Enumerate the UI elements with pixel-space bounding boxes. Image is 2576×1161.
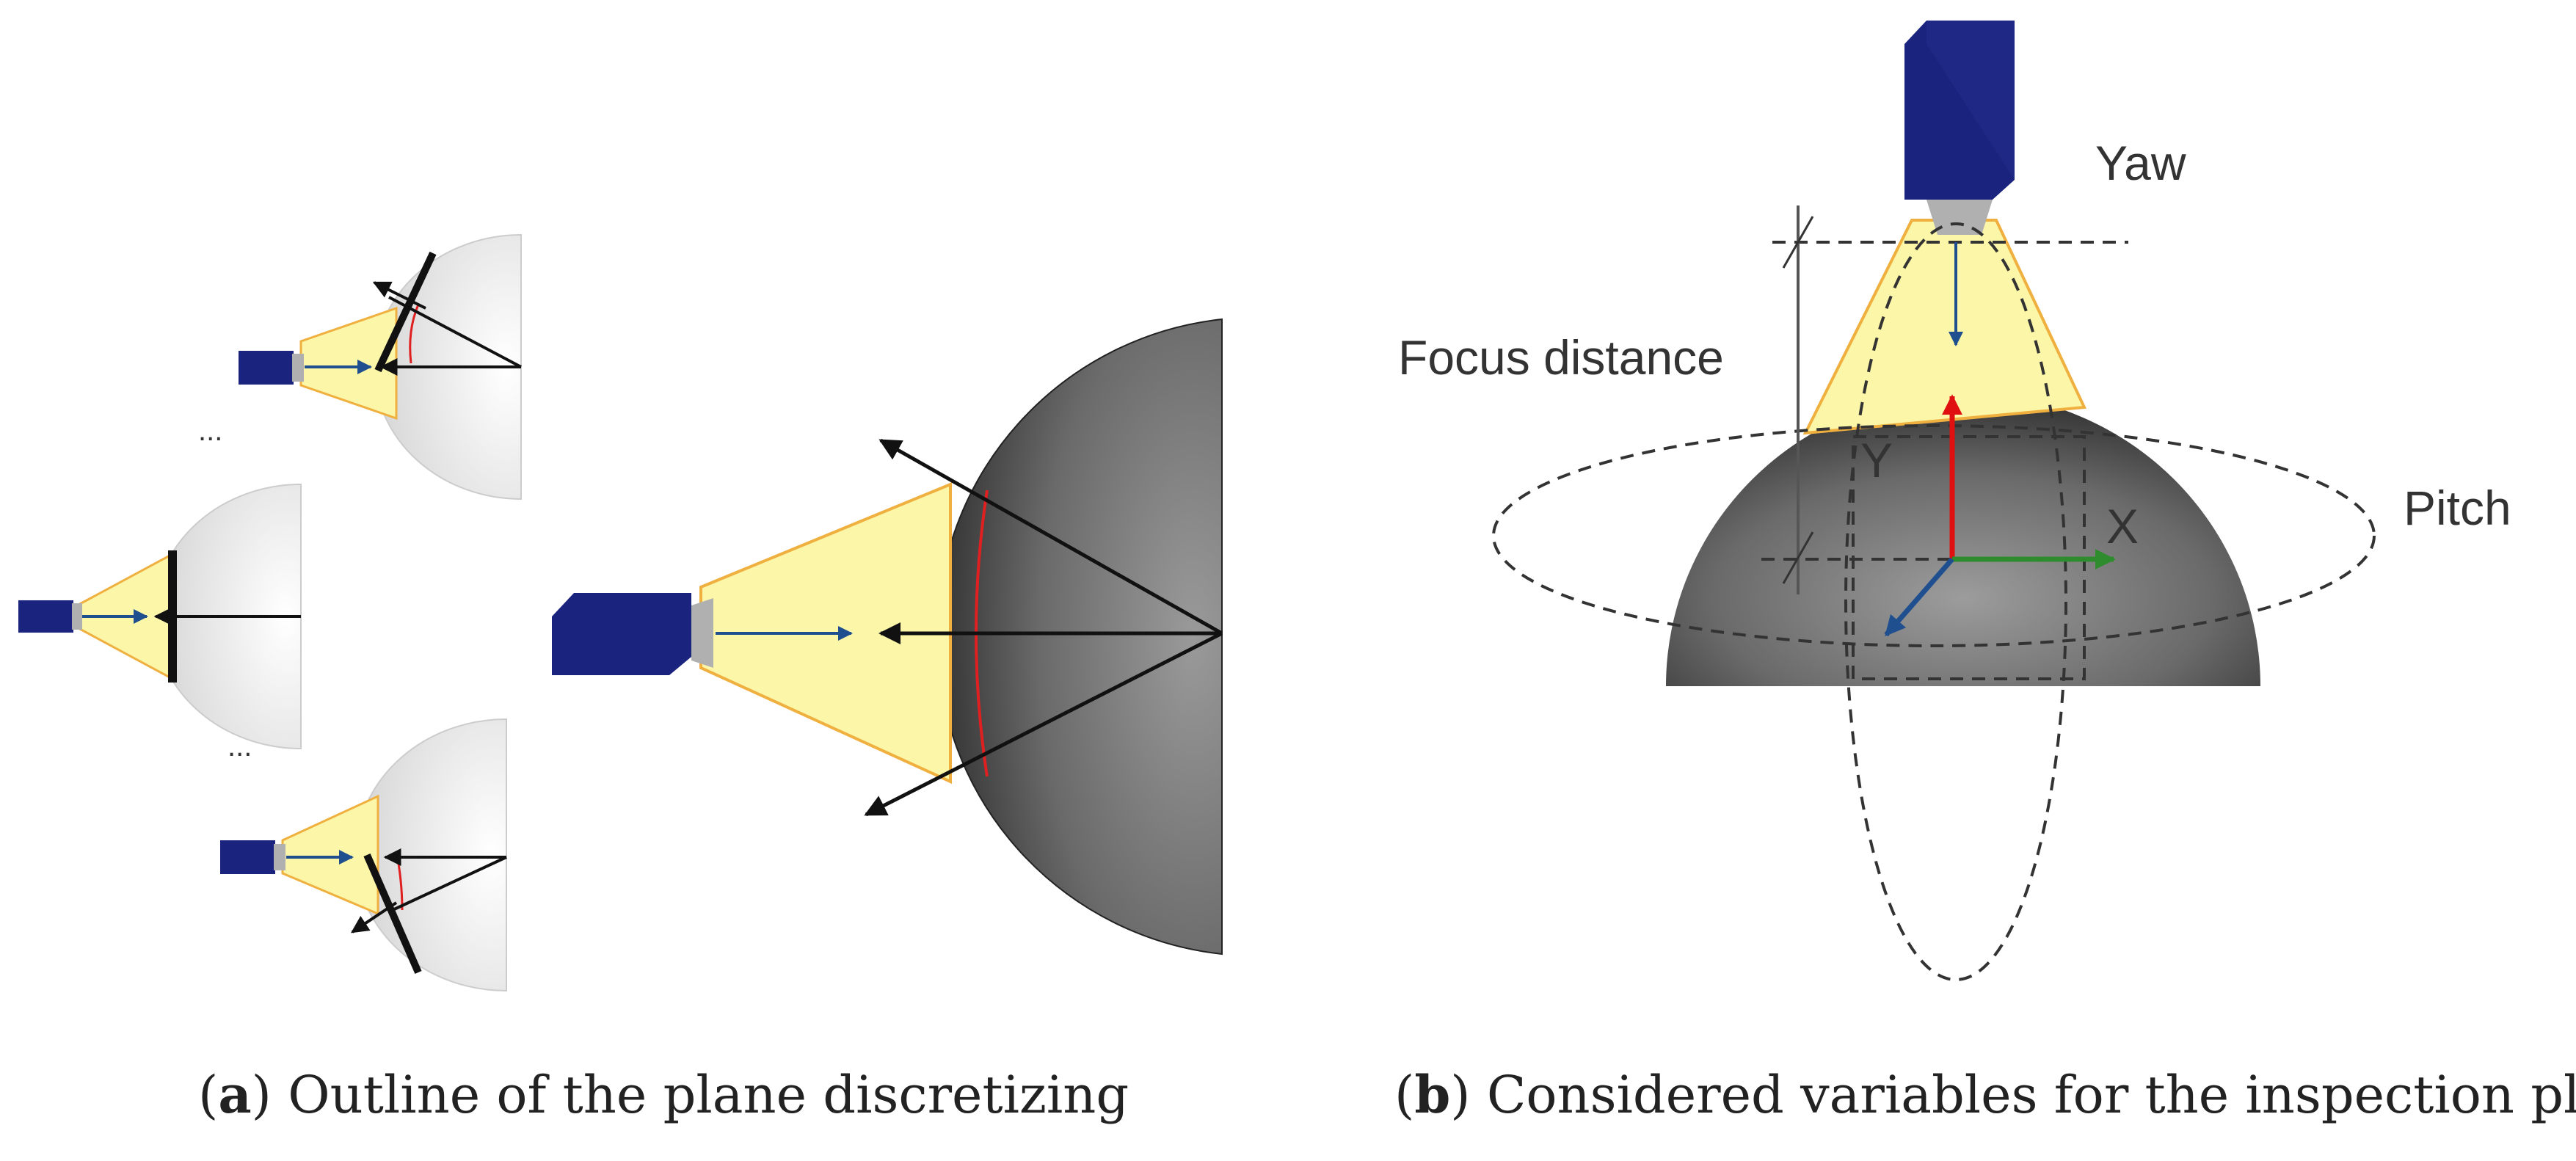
pitch-rotation-ellipse bbox=[1492, 424, 2376, 647]
view-cone bbox=[281, 794, 379, 916]
y-axis-label: Y bbox=[1860, 433, 1893, 487]
caption-a-letter: a bbox=[218, 1064, 252, 1125]
camera-icon bbox=[239, 351, 294, 385]
yaw-rotation-ellipse bbox=[1844, 222, 2067, 981]
pitch-label: Pitch bbox=[2404, 481, 2511, 535]
caption-a-text: Outline of the plane discretizing bbox=[288, 1065, 1129, 1125]
camera-lens bbox=[1926, 200, 1993, 235]
camera-icon bbox=[18, 600, 73, 633]
small-scene-middle bbox=[18, 483, 302, 750]
yaw-label: Yaw bbox=[2095, 136, 2186, 190]
plane-normal-arrow bbox=[351, 901, 398, 933]
camera-lens bbox=[691, 598, 713, 668]
large-hemisphere bbox=[936, 318, 1223, 956]
ellipsis-1: ... bbox=[198, 415, 222, 447]
plane-normal-arrow bbox=[372, 281, 426, 310]
caption-b: (b) Considered variables for the inspect… bbox=[1394, 1064, 2576, 1125]
camera-lens bbox=[274, 844, 285, 870]
inspection-plane bbox=[374, 251, 437, 373]
small-scene-bottom bbox=[220, 718, 507, 992]
normal-arrow-lower bbox=[864, 631, 1223, 817]
x-axis-label: X bbox=[2106, 499, 2139, 553]
dimension-tick-bottom bbox=[1782, 531, 1814, 584]
hemisphere bbox=[1666, 393, 2260, 686]
panel-b: Yaw Pitch Focus distance X Y bbox=[1398, 21, 2511, 981]
focus-distance-label: Focus distance bbox=[1398, 330, 1724, 385]
caption-b-text: Considered variables for the inspection … bbox=[1486, 1065, 2576, 1125]
camera-icon bbox=[220, 840, 275, 874]
caption-a: (a) Outline of the plane discretizing bbox=[198, 1064, 1129, 1125]
camera-icon bbox=[1904, 21, 2015, 235]
z-axis-arrow bbox=[1884, 557, 1954, 637]
camera-lens bbox=[72, 603, 82, 630]
normal-line bbox=[392, 856, 507, 911]
small-scene-top bbox=[239, 233, 522, 501]
panel-a: ... ... bbox=[18, 233, 1223, 992]
camera-icon bbox=[552, 593, 691, 675]
dimension-tick-top bbox=[1782, 216, 1814, 269]
normal-arrow-upper bbox=[878, 438, 1223, 636]
view-cone bbox=[1802, 219, 2087, 435]
surface-arc bbox=[409, 304, 420, 364]
large-scene bbox=[552, 318, 1223, 956]
normal-line bbox=[388, 296, 522, 368]
inspection-plane bbox=[363, 853, 422, 975]
ellipsis-2: ... bbox=[228, 730, 252, 763]
caption-b-letter: b bbox=[1414, 1064, 1451, 1125]
camera-lens bbox=[292, 354, 304, 382]
